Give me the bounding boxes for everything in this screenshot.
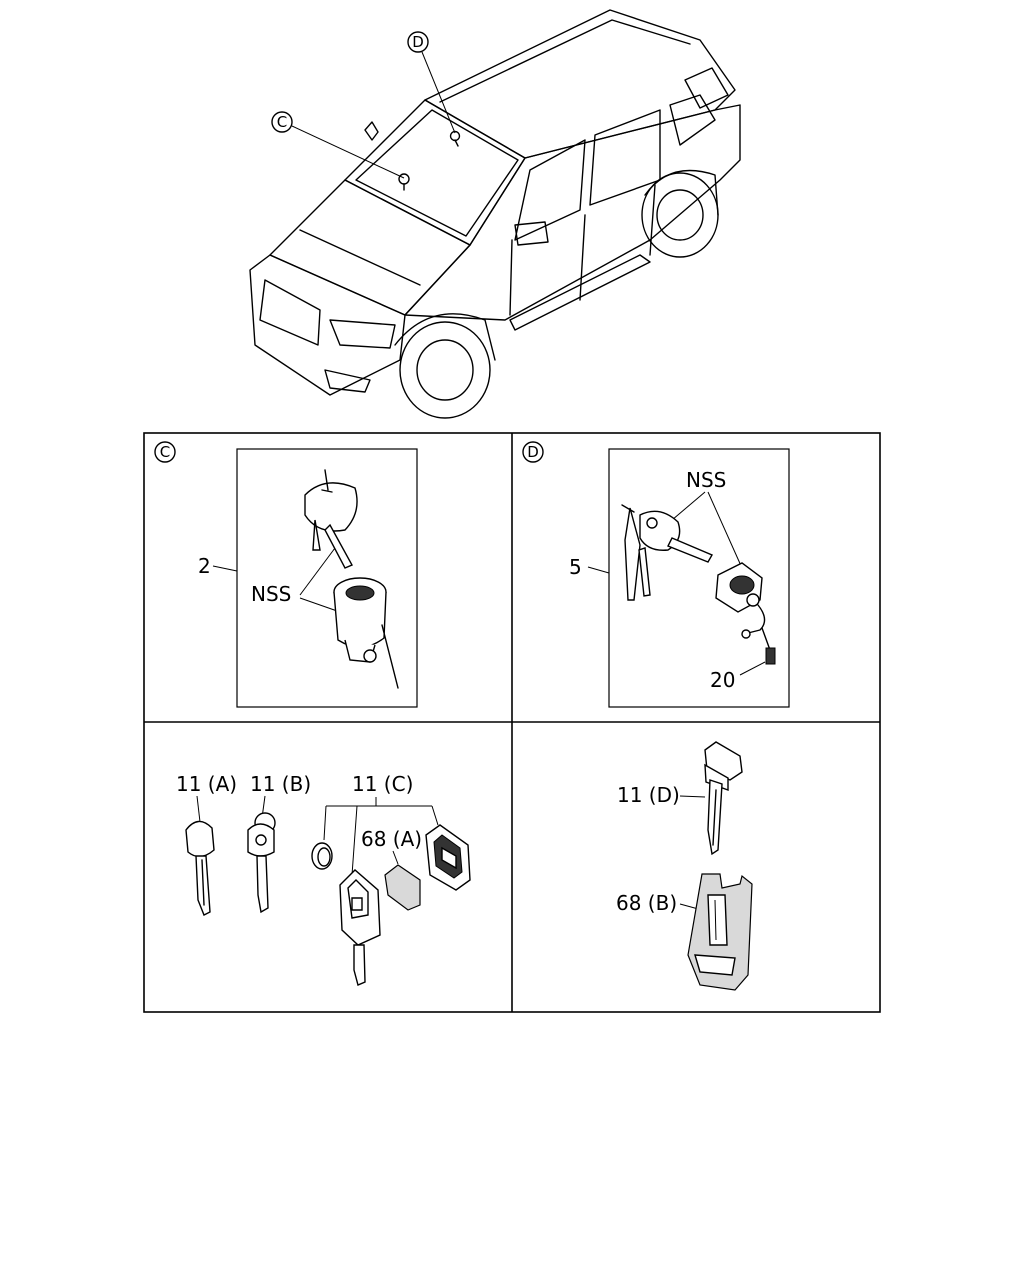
vehicle-illustration [249, 9, 741, 419]
part-number-5: 5 [569, 555, 582, 579]
panel-d: D 5 NSS 20 [522, 441, 790, 708]
label-11b: 11 (B) [250, 772, 311, 796]
label-68b: 68 (B) [616, 891, 677, 915]
ignition-cylinder-icon [333, 577, 399, 689]
panel-c: C 2 NSS [154, 441, 418, 708]
key-a-icon [185, 820, 215, 916]
svg-text:C: C [160, 443, 170, 461]
key-c-case-icon [425, 824, 471, 891]
door-key-icon [621, 504, 713, 601]
label-11c: 11 (C) [352, 772, 413, 796]
battery-ring-icon [311, 842, 333, 870]
nss-label-d: NSS [686, 468, 726, 492]
case-68b-icon [687, 873, 753, 991]
panel-grid [143, 432, 881, 1013]
key-b-icon [247, 812, 276, 914]
label-68a: 68 (A) [361, 827, 422, 851]
key-d-icon [704, 741, 743, 856]
panel-keys-left: 11 (A) 11 (B) 11 (C) 68 (A) [176, 772, 471, 986]
svg-text:D: D [527, 443, 539, 461]
door-lock-cylinder-icon [715, 562, 776, 665]
callout-d: D [407, 31, 456, 134]
panel-keys-right: 11 (D) 68 (B) [616, 741, 753, 991]
key-c-remote-icon [339, 869, 381, 986]
label-11a: 11 (A) [176, 772, 237, 796]
ignition-key-icon [304, 469, 358, 569]
callout-c: C [271, 111, 405, 179]
svg-text:C: C [277, 113, 287, 131]
case-68a-icon [384, 864, 421, 911]
label-11d: 11 (D) [617, 783, 680, 807]
nss-label-c: NSS [251, 582, 291, 606]
part-number-20: 20 [710, 668, 735, 692]
svg-text:D: D [412, 33, 424, 51]
part-number-2: 2 [198, 554, 211, 578]
